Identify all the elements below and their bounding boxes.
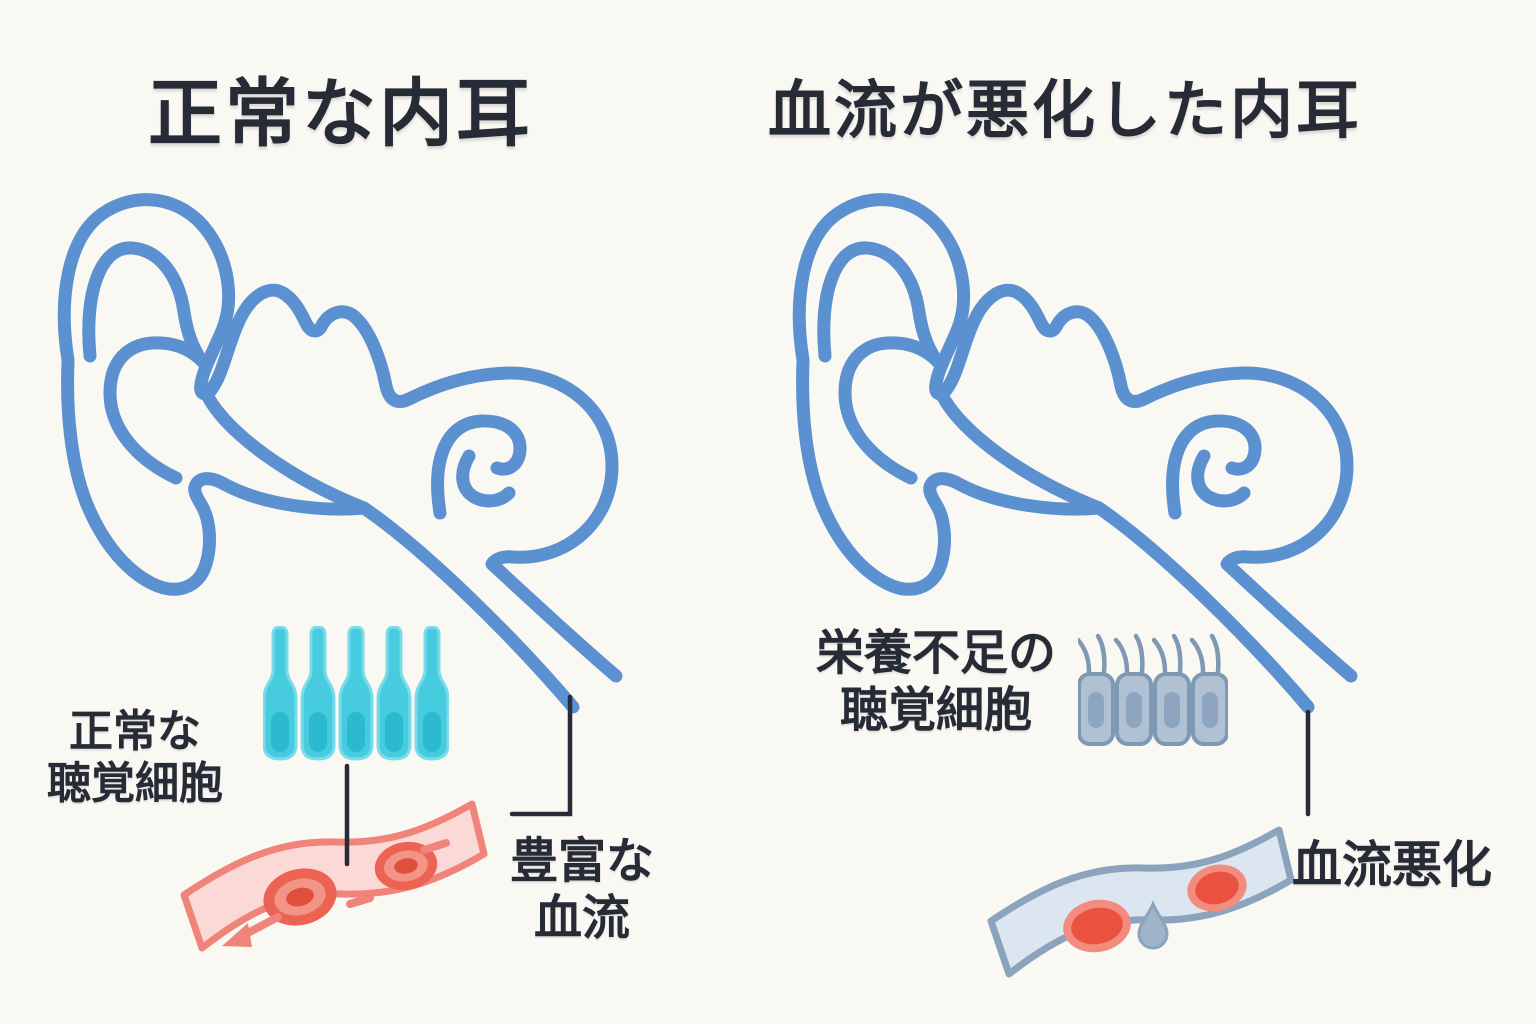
red-blood-cell [1063, 899, 1131, 953]
impaired-blood-vessel-icon [985, 826, 1295, 996]
normal-blood-vessel-icon [178, 800, 488, 970]
label-line: 栄養不足の [815, 627, 1057, 680]
label-line: 豊富な [509, 835, 655, 888]
flow-arrow-head-icon [222, 923, 252, 947]
pointer-line-rich-flow [509, 694, 573, 817]
label-line: 聴覚細胞 [839, 683, 1033, 737]
red-blood-cell [1187, 864, 1247, 912]
label-normal-hair-cells: 正常な 聴覚細胞 [47, 706, 223, 810]
label-line: 血流 [533, 891, 631, 945]
flow-dash [346, 894, 374, 908]
title-normal-inner-ear: 正常な内耳 [148, 72, 533, 155]
label-undernourished-hair-cells: 栄養不足の 聴覚細胞 [816, 626, 1056, 739]
stagnant-droplet-icon [1137, 900, 1169, 950]
red-blood-cell [374, 841, 438, 891]
label-rich-blood-flow: 豊富な 血流 [510, 834, 654, 947]
label-line: 聴覚細胞 [47, 758, 223, 808]
label-line: 正常な [69, 707, 201, 756]
red-blood-cell [263, 868, 337, 926]
label-worsened-blood-flow: 血流悪化 [1292, 837, 1492, 893]
title-impaired-inner-ear: 血流が悪化した内耳 [768, 76, 1362, 146]
flow-dash [420, 839, 450, 854]
